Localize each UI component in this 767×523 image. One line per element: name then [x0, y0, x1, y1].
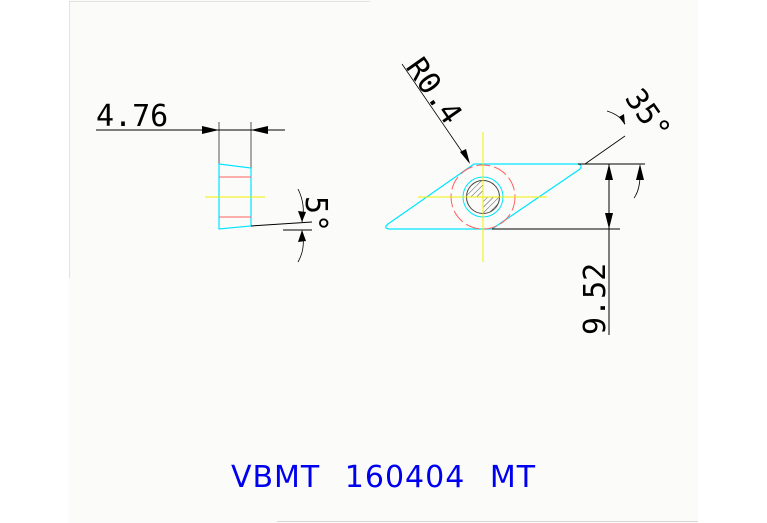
included-angle-label: 35°	[617, 83, 677, 147]
clearance-angle-label: 5°	[298, 196, 333, 232]
sheet-border	[69, 1, 370, 2]
top-view	[385, 63, 645, 335]
drawing-sheet	[69, 0, 698, 523]
sheet-border	[277, 521, 698, 522]
corner-radius-label: R0.4	[398, 52, 468, 131]
thickness-label: 4.76	[96, 99, 168, 134]
inscribed-circle-label: 9.52	[578, 263, 613, 335]
side-view	[96, 122, 313, 263]
sheet-border	[69, 1, 70, 278]
insert-designation: VBMT 160404 MT	[230, 460, 537, 495]
